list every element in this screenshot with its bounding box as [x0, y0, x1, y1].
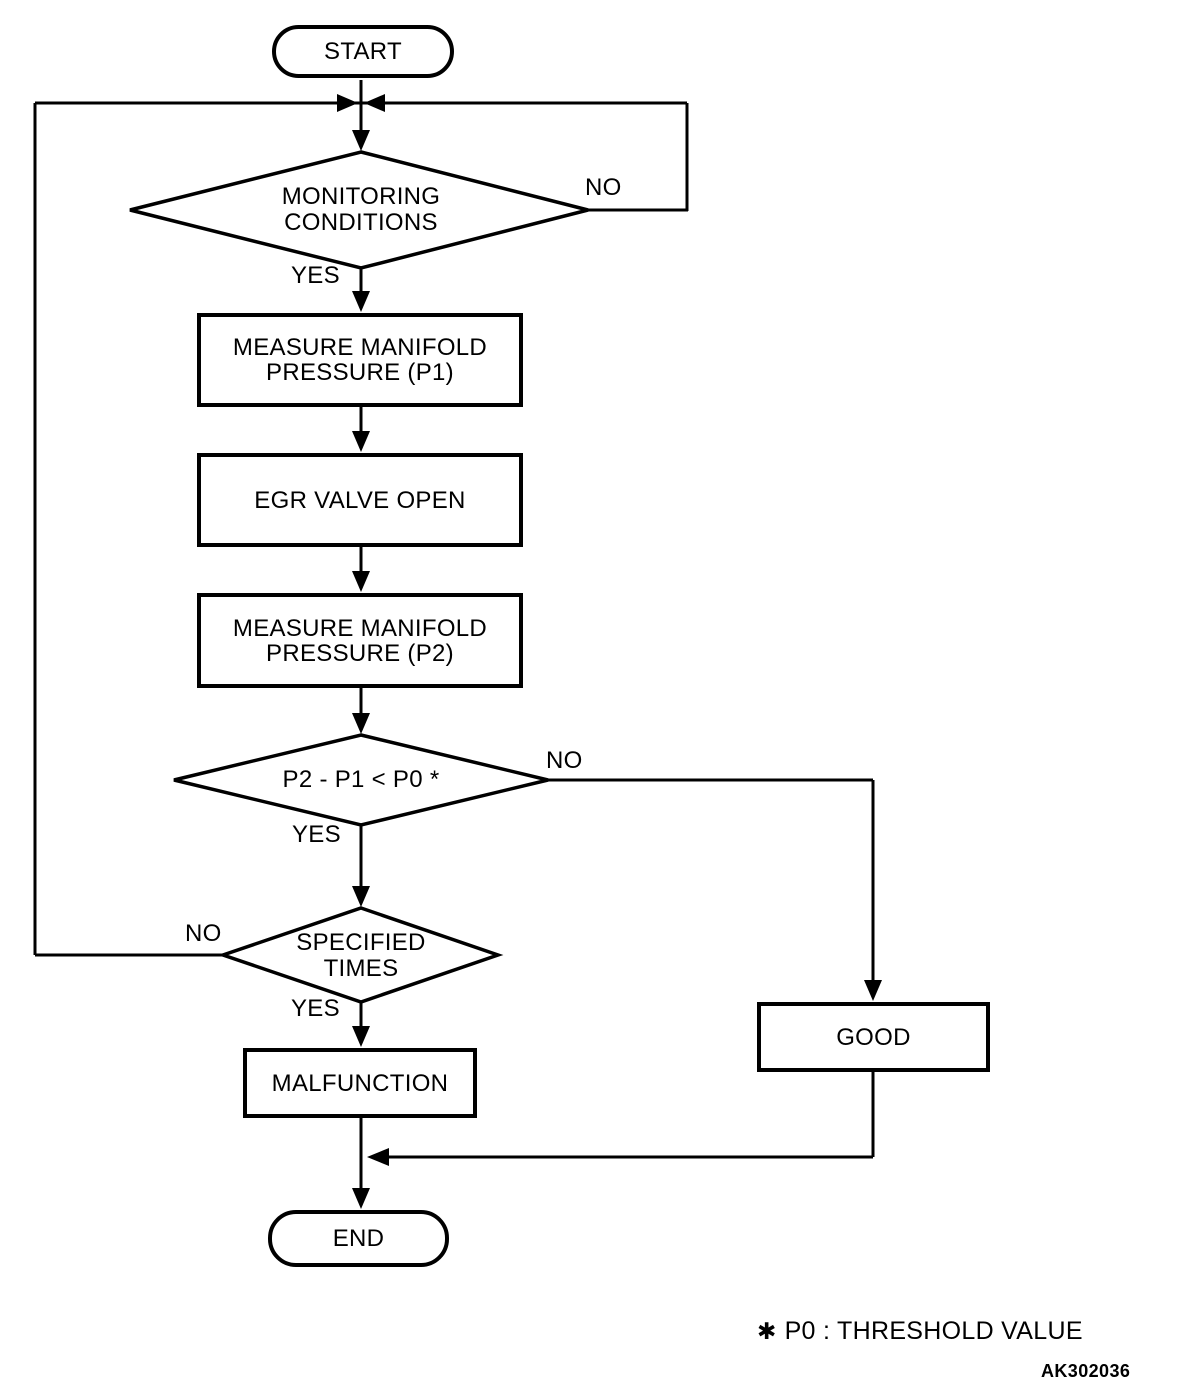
arrowhead-into-monitoring — [352, 130, 370, 151]
asterisk-icon: ✱ — [757, 1318, 777, 1344]
arrowhead-into-end — [352, 1188, 370, 1209]
edge-label-monitoring-yes: YES — [291, 262, 340, 289]
footnote-text: P0 : THRESHOLD VALUE — [784, 1317, 1083, 1345]
node-monitoring-conditions-label: MONITORING CONDITIONS — [281, 183, 441, 236]
node-measure-p1: MEASURE MANIFOLD PRESSURE (P1) — [197, 313, 523, 407]
node-specified-times-label: SPECIFIED TIMES — [296, 929, 426, 982]
arrowhead-junction-left — [337, 94, 358, 112]
arrowhead-merge-left — [367, 1148, 389, 1166]
arrowhead-into-p1 — [352, 291, 370, 312]
arrowhead-into-good — [864, 980, 882, 1001]
node-malfunction: MALFUNCTION — [243, 1048, 477, 1118]
node-start: START — [272, 25, 454, 78]
node-egr-valve-open: EGR VALVE OPEN — [197, 453, 523, 547]
edge-label-specified-yes: YES — [291, 995, 340, 1022]
node-compare-pressure-label: P2 - P1 < P0 * — [282, 766, 440, 793]
figure-code: AK302036 — [1041, 1361, 1131, 1381]
edge-label-monitoring-no: NO — [585, 174, 622, 201]
arrowhead-into-compare — [352, 713, 370, 734]
diamond-monitoring-conditions — [129, 150, 589, 270]
node-measure-p2: MEASURE MANIFOLD PRESSURE (P2) — [197, 593, 523, 688]
diamond-specified-times — [217, 906, 504, 1004]
arrowhead-into-egr — [352, 431, 370, 452]
edge-label-compare-no: NO — [546, 747, 583, 774]
arrowhead-into-malfunction — [352, 1026, 370, 1047]
edge-label-compare-yes: YES — [292, 821, 341, 848]
footnote: ✱ P0 : THRESHOLD VALUE — [757, 1317, 1083, 1346]
node-good: GOOD — [757, 1002, 990, 1072]
arrowhead-into-specified — [352, 886, 370, 907]
arrowhead-into-p2 — [352, 571, 370, 592]
diamond-compare-pressure — [173, 733, 549, 827]
node-end: END — [268, 1210, 449, 1267]
arrowhead-junction-right — [364, 94, 385, 112]
edge-label-specified-no: NO — [185, 920, 222, 947]
